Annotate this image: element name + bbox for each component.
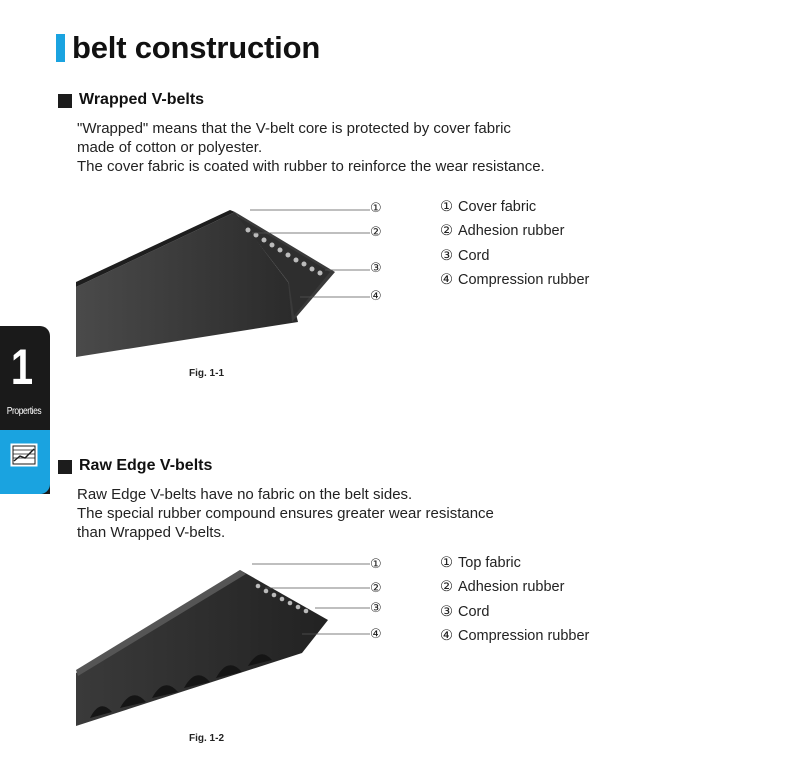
belt-cogs bbox=[90, 654, 272, 718]
belt-body bbox=[76, 570, 328, 726]
paragraph-line: "Wrapped" means that the V-belt core is … bbox=[77, 120, 511, 137]
cord-dots bbox=[255, 583, 309, 614]
figure-caption: Fig. 1-2 bbox=[189, 733, 225, 744]
paragraph-line: The special rubber compound ensures grea… bbox=[77, 505, 494, 522]
chart-book-icon[interactable] bbox=[10, 443, 38, 467]
section-marker bbox=[58, 460, 72, 474]
raw-edge-vbelt-illustration bbox=[76, 563, 370, 726]
page-title: belt construction bbox=[72, 30, 321, 65]
section-title-wrapped: Wrapped V-belts bbox=[79, 91, 205, 108]
section-title-raw-edge: Raw Edge V-belts bbox=[79, 457, 213, 474]
section-paragraph-wrapped: "Wrapped" means that the V-belt core is … bbox=[77, 119, 545, 176]
belt-body bbox=[76, 212, 298, 357]
chapter-label: Properties bbox=[6, 406, 42, 417]
paragraph-line: made of cotton or polyester. bbox=[77, 139, 263, 156]
wrapped-vbelt-illustration bbox=[76, 209, 370, 357]
title-accent-bar bbox=[56, 34, 65, 62]
chapter-number: 1 bbox=[10, 339, 34, 395]
paragraph-line: than Wrapped V-belts. bbox=[77, 524, 226, 541]
section-marker bbox=[58, 94, 72, 108]
paragraph-line: Raw Edge V-belts have no fabric on the b… bbox=[77, 486, 413, 503]
cord-dots bbox=[245, 227, 323, 276]
belt-top-fabric bbox=[76, 570, 246, 676]
figure-caption: Fig. 1-1 bbox=[189, 368, 225, 379]
belt-top bbox=[76, 210, 235, 287]
paragraph-line: The cover fabric is coated with rubber t… bbox=[77, 158, 545, 175]
section-paragraph-raw-edge: Raw Edge V-belts have no fabric on the b… bbox=[77, 485, 494, 542]
